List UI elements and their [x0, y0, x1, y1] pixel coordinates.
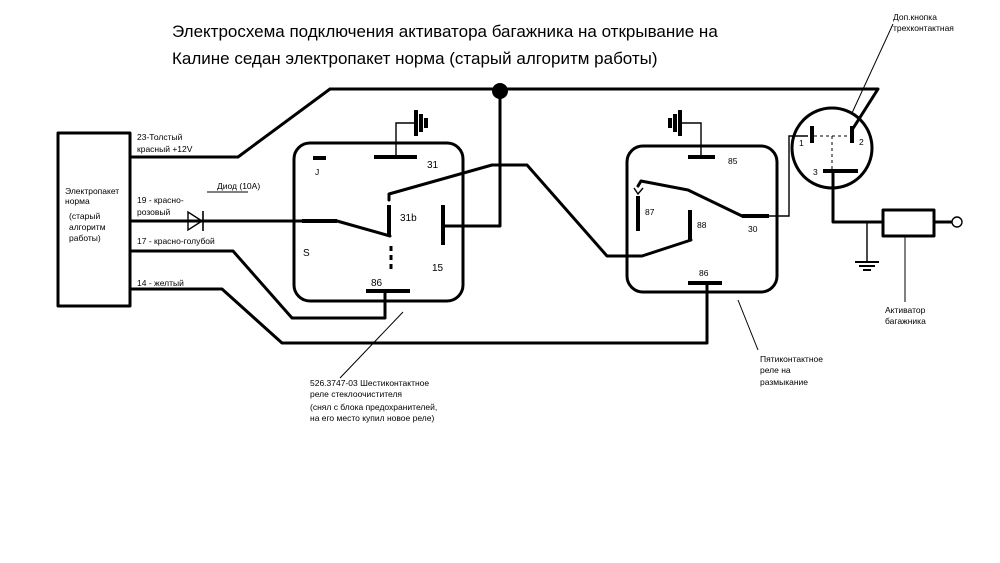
relay6-label-31b: 31b — [400, 213, 417, 224]
wire-plus12v-to-pin15 — [441, 89, 502, 228]
button-label-2: 2 — [859, 137, 864, 147]
actuator-caption-line2: багажника — [885, 316, 926, 326]
ecu-note-line3: работы) — [69, 233, 101, 243]
relay6-caption-leader — [339, 311, 404, 379]
relay6-ground-wire — [395, 122, 414, 157]
wire-23-plus12v — [128, 87, 880, 159]
button-caption-line2: трехконтактная — [893, 23, 954, 33]
relay6-label-31: 31 — [427, 160, 439, 171]
ecu-name-line1: Электропакет — [65, 186, 119, 196]
diagram-title-line2: Калине седан электропакет норма (старый … — [172, 49, 658, 68]
relay6-body — [292, 141, 465, 303]
relay6-caption-line4: на его место купил новое реле) — [310, 413, 434, 423]
relay6-caption-line2: реле стеклоочистителя — [310, 389, 402, 399]
relay5-caption-leader — [737, 299, 759, 351]
relay5-caption-line2: реле на — [760, 365, 791, 375]
relay6-caption-line1: 526.3747-03 Шестиконтактное — [310, 378, 429, 388]
wire-17-label: 17 - красно-голубой — [137, 236, 215, 246]
relay6-s-leg — [335, 219, 392, 238]
actuator-body — [881, 208, 936, 238]
button-caption-line1: Доп.кнопка — [893, 12, 937, 22]
wire-14-label: 14 - желтый — [137, 278, 184, 288]
wire-23-label-line2: красный +12V — [137, 144, 193, 154]
relay6-caption-line3: (снял с блока предохранителей, — [310, 402, 437, 412]
relay5-label-30: 30 — [748, 224, 758, 234]
button-label-1: 1 — [799, 138, 804, 148]
diode-label: Диод (10А) — [217, 181, 260, 191]
relay5-label-86: 86 — [699, 268, 709, 278]
relay5-label-87: 87 — [645, 207, 655, 217]
relay5-caption-line3: размыкание — [760, 377, 808, 387]
relay5-caption-line1: Пятиконтактное — [760, 354, 823, 364]
relay5-ground-wire — [682, 122, 702, 157]
wire-14 — [128, 281, 709, 345]
button-label-3: 3 — [813, 167, 818, 177]
wire-30-to-button — [769, 135, 808, 217]
wire-23-label-line1: 23-Толстый — [137, 132, 183, 142]
relay5-label-85: 85 — [728, 156, 738, 166]
relay6-label-s: S — [303, 248, 310, 259]
wire-17 — [128, 249, 387, 320]
button-caption-leader — [851, 23, 894, 114]
relay5-body — [625, 144, 779, 294]
ecu-name-line2: норма — [65, 196, 90, 206]
wire-31b-to-relay5 — [387, 163, 693, 258]
relay6-label-15: 15 — [432, 263, 444, 274]
relay6-label-j: J — [315, 167, 319, 177]
actuator-ring — [951, 216, 963, 228]
ecu-note-line1: (старый — [69, 211, 100, 221]
diode-symbol — [187, 210, 204, 232]
relay6-label-86: 86 — [371, 278, 383, 289]
wire-19-label-line1: 19 - красно- — [137, 195, 184, 205]
actuator-caption-line1: Активатор — [885, 305, 926, 315]
relay5-arrow — [633, 187, 644, 196]
relay5-switch-arm — [636, 179, 744, 218]
relay5-label-88: 88 — [697, 220, 707, 230]
diagram-title-line1: Электросхема подключения активатора бага… — [172, 22, 718, 41]
ecu-note-line2: алгоритм — [69, 222, 106, 232]
wire-19-label-line2: розовый — [137, 207, 171, 217]
